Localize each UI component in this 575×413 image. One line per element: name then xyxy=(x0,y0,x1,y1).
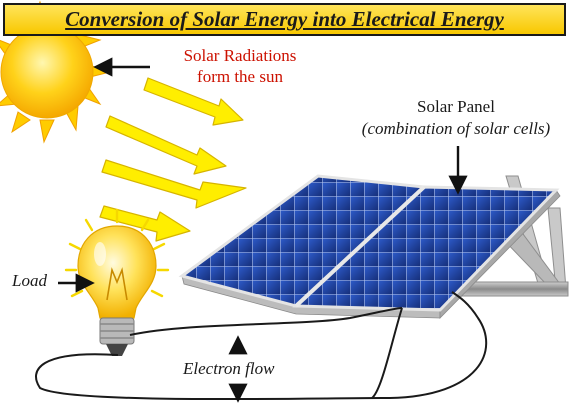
electron-flow-label: Electron flow xyxy=(183,359,275,378)
pointer-arrows xyxy=(58,57,468,403)
circuit-wires xyxy=(35,291,488,401)
sun-label-line2: form the sun xyxy=(197,67,283,86)
solar-ray-arrows xyxy=(99,77,247,242)
light-bulb-icon xyxy=(64,208,170,356)
panel-label-line2: (combination of solar cells) xyxy=(361,119,551,138)
page-title: Conversion of Solar Energy into Electric… xyxy=(65,7,504,31)
sun-label: Solar Radiations form the sun xyxy=(160,45,320,87)
title-banner: Conversion of Solar Energy into Electric… xyxy=(3,3,566,36)
panel-label-line1: Solar Panel xyxy=(417,97,495,116)
panel-stand xyxy=(439,175,569,297)
panel-label: Solar Panel (combination of solar cells) xyxy=(340,96,572,140)
load-label: Load xyxy=(12,271,47,290)
sun-label-line1: Solar Radiations xyxy=(183,46,297,65)
solar-panel-icon xyxy=(178,174,561,319)
